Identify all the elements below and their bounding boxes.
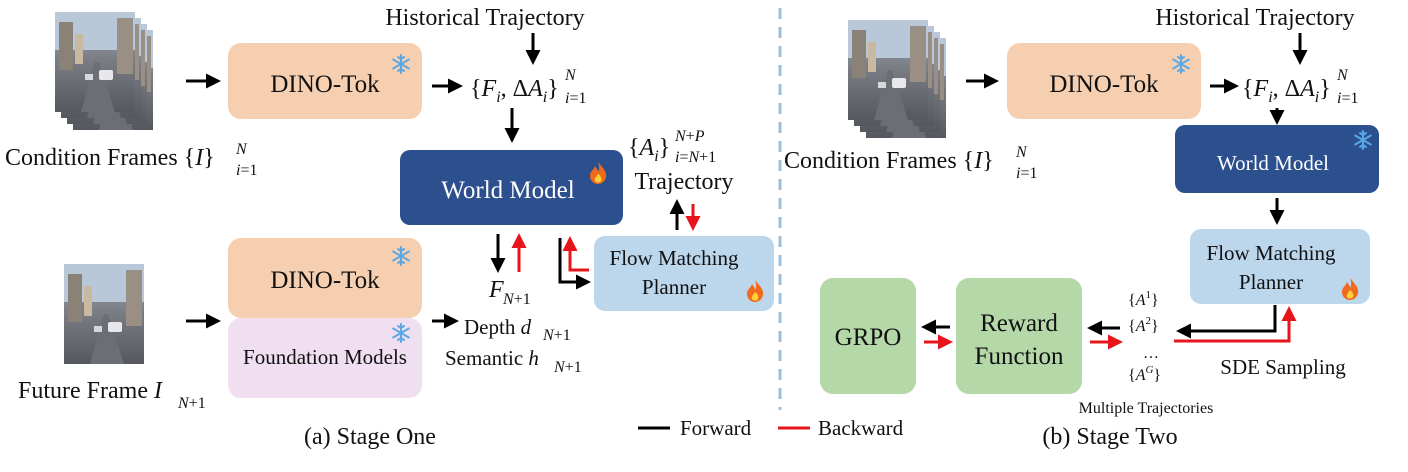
legend: Forward Backward [638,416,904,440]
f-next-sub: N+1 [502,291,531,308]
semantic-label: Semantic h [445,346,539,370]
predicted-actions-label: {Ai} [628,135,670,165]
trajectory-samples: {A1} {A2} … {AG} [1128,289,1161,384]
future-frame-sub: N+1 [177,395,206,412]
multiple-trajectories-label: Multiple Trajectories [1079,400,1214,417]
world-model-label-2: World Model [1217,151,1329,175]
world-model-box [400,150,623,225]
historical-trajectory-label: Historical Trajectory [385,5,584,31]
reward-label-1: Reward [980,310,1058,337]
feature-set-label-2: {Fi, ΔAi} [1242,76,1331,106]
condition-frames-sup-2: N [1015,144,1028,161]
arrow-planner-to-samples [1176,305,1277,339]
future-frame-label: Future Frame I [18,378,163,404]
legend-forward-label: Forward [680,416,752,440]
foundation-models-box [228,318,422,398]
dino-tok-label-2: DINO-Tok [1049,71,1159,98]
flow-matching-label-2: Planner [642,275,706,299]
flow-matching-label-2-2: Planner [1239,270,1303,294]
dino-tok-box-2 [1007,43,1201,119]
arrow-world-to-planner [558,238,591,290]
feature-set-sub-2: i=1 [1337,90,1358,107]
predicted-actions-sup: N+P [674,128,705,145]
feature-set-sup-2: N [1336,67,1349,84]
feature-set-sup: N [564,67,577,84]
world-model-box-2 [1175,125,1379,193]
condition-frames-image [55,12,153,130]
sde-sampling-label: SDE Sampling [1220,355,1346,379]
condition-frames-label: Condition Frames {I} [5,145,215,171]
stage-one-caption: (a) Stage One [304,424,436,450]
grpo-box [820,278,916,394]
foundation-models-label: Foundation Models [243,345,407,369]
world-model-label: World Model [441,177,574,204]
condition-frames-sup: N [235,141,248,158]
grpo-label: GRPO [835,324,902,351]
legend-backward-label: Backward [818,416,904,440]
sample-a2: {A2} [1128,315,1159,335]
f-next-label: F [488,277,504,303]
historical-trajectory-label-2: Historical Trajectory [1155,5,1354,31]
sample-ag: {AG} [1128,364,1161,384]
sample-a1: {A1} [1128,289,1159,309]
predicted-actions-sub: i=N+1 [675,149,716,166]
dino-tok-top-box [228,43,422,119]
arrow-sde-backward [1174,306,1297,343]
depth-label: Depth d [464,315,532,339]
stage-two: Condition Frames {I} N i=1 DINO-Tok Hist… [784,5,1379,450]
flow-matching-label-1: Flow Matching [610,246,739,270]
condition-frames-sub-2: i=1 [1016,165,1037,182]
reward-label-2: Function [975,343,1064,370]
semantic-sub: N+1 [553,359,582,376]
flow-matching-planner-box [594,236,774,311]
condition-frames-image-2 [848,20,946,138]
sample-ellipsis: … [1143,345,1159,362]
trajectory-label: Trajectory [634,169,733,195]
dino-tok-bottom-box [228,238,422,318]
future-frame-image [64,264,144,364]
condition-frames-label-2: Condition Frames {I} [784,148,994,174]
stage-two-caption: (b) Stage Two [1042,424,1177,450]
stage-one: Condition Frames {I} N i=1 Future Frame … [5,5,774,450]
feature-set-label: {Fi, ΔAi} [470,76,559,106]
dino-tok-bottom-label: DINO-Tok [270,267,380,294]
dino-tok-top-label: DINO-Tok [270,71,380,98]
feature-set-sub: i=1 [565,90,586,107]
reward-function-box [956,278,1082,394]
arrow-planner-to-world-backward [562,236,589,272]
depth-sub: N+1 [542,327,571,344]
flow-matching-planner-box-2 [1190,229,1370,304]
condition-frames-sub: i=1 [236,162,257,179]
flow-matching-label-2-1: Flow Matching [1207,241,1336,265]
